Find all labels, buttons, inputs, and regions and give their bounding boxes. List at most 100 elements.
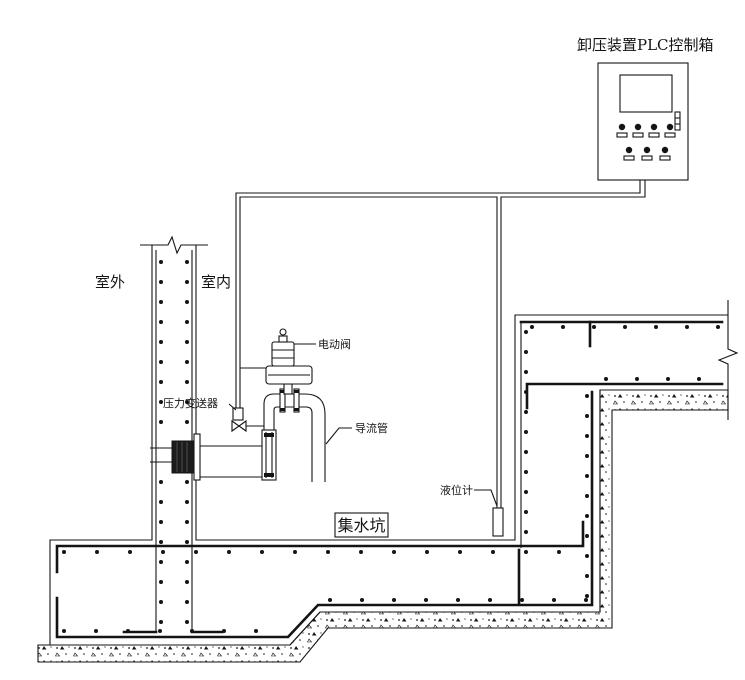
rebar-dot [185,400,189,404]
pressure-transmitter-label: 压力变送器 [163,396,218,410]
slab-break-line [717,300,739,420]
plc-button [650,123,658,131]
valve-flange [279,388,286,413]
rebar-dot [326,550,330,554]
plc-button-plate [632,132,644,138]
rebar-dot [557,550,561,554]
valve-flange-bolt [294,390,299,393]
rebar-dot [666,377,670,381]
rebar-dot [524,470,528,474]
rebar-dot [159,420,163,424]
valve-actuator-knob [279,328,287,336]
rebar-dot [604,377,608,381]
rebar-dot [585,394,589,398]
rebar-dot [159,520,163,524]
rebar-dot [185,480,189,484]
rebar-dot [185,340,189,344]
rebar-dot [185,280,189,284]
rebar-dot [190,629,194,633]
plc-button [625,146,633,154]
diversion-pipe-leader [325,427,352,445]
rebar-dot [697,377,701,381]
rebar-dot [161,550,165,554]
rebar-dot [185,380,189,384]
sump-pit-label: 集水坑 [337,516,385,535]
diversion-pipe-inner [273,406,313,482]
rebar-dot [456,598,460,602]
rebar-dot [585,474,589,478]
rebar-dot [654,325,658,329]
rebar-dot [524,410,528,414]
rebar-dot [520,598,524,602]
tee-fitting-bolt [264,433,274,437]
indoor-label: 室内 [201,273,231,291]
slab-top-rebar [55,520,585,574]
rebar-dot [185,600,189,604]
rebar-dot [94,629,98,633]
plc-button-plate [623,155,635,161]
plc-button-plate [616,132,628,138]
rebar-dot [716,325,720,329]
rebar-dot [584,598,588,602]
pressure-transmitter-body [232,407,244,421]
valve-flange-bolt [280,408,285,411]
rebar-dot [359,550,363,554]
upper-slab-bottom-rebar [525,382,724,410]
plc-button [634,123,642,131]
diversion-pipe-label: 导流管 [355,421,388,435]
rebar-dot [159,620,163,624]
valve-actuator-cap [278,335,288,343]
rebar-dot [524,450,528,454]
rebar-dot [159,340,163,344]
rebar-dot [222,629,226,633]
rebar-dot [488,598,492,602]
rebar-dot [194,550,198,554]
rebar-dot [95,550,99,554]
rebar-dot [185,320,189,324]
plc-display-screen [619,74,673,113]
slab-bottom-rebar [55,390,594,639]
plc-indicator-strip [674,111,681,131]
rebar-dot [524,550,528,554]
rebar-dot [524,330,528,334]
rebar-dot [254,629,258,633]
valve-flange [293,388,300,413]
sump-pit-label-box [334,512,389,538]
rebar-dot [561,325,565,329]
tee-fitting-bolt [264,473,274,477]
rebar-dot [62,629,66,633]
plc-button-plate [641,155,653,161]
rebar-dot [524,430,528,434]
rebar-dot [585,454,589,458]
rebar-dot [185,300,189,304]
tee-fitting [261,429,277,481]
rebar-dots [62,260,720,633]
plc-button-plate [664,132,676,138]
rebar-dot [260,550,264,554]
plc-button [661,146,669,154]
signal-cable [235,180,641,408]
rebar-dot [159,300,163,304]
rebar-dot [360,598,364,602]
rebar-dot [185,580,189,584]
rebar-dot [185,520,189,524]
plc-box-title: 卸压装置PLC控制箱 [577,36,714,54]
rebar-dot [623,325,627,329]
rebar-dot [159,580,163,584]
outdoor-label: 室外 [95,273,125,291]
rebar-dot [159,260,163,264]
rebar-dot [159,360,163,364]
rebar-dot [524,490,528,494]
rebar-dot [185,420,189,424]
rebar-dot [585,414,589,418]
rebar-dot [159,320,163,324]
rebar-dot [185,560,189,564]
rebar-dot [185,360,189,364]
rebar-dot [392,598,396,602]
rebar-dot [62,550,66,554]
rebar-dot [128,550,132,554]
rebar-dot [524,370,528,374]
plc-button-plate [659,155,671,161]
rebar-dot [159,400,163,404]
